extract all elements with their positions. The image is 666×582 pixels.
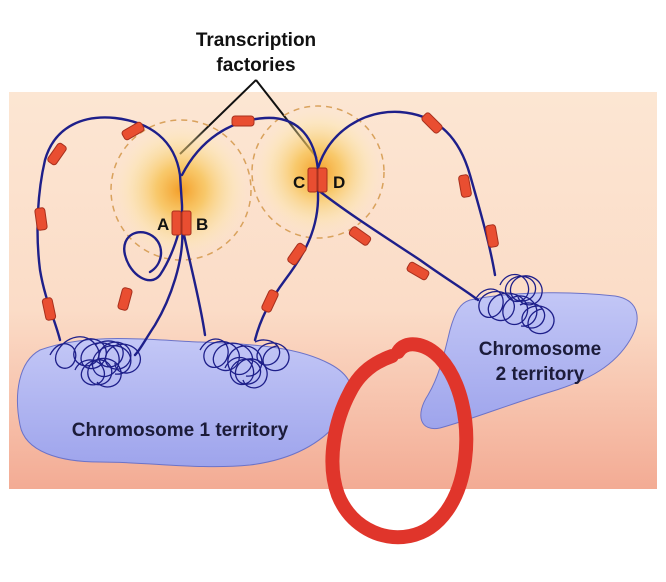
gene-label-c: C: [293, 173, 305, 192]
chromosome-1-loop-left: [36, 116, 184, 357]
chromatin-tangle-2: [199, 338, 290, 389]
title-line-1: Transcription: [196, 30, 316, 51]
gene-label-a: A: [157, 215, 169, 234]
gene-cd-pair: [307, 167, 328, 193]
chromosome-2-territory: [420, 292, 638, 430]
chromosome-2-territory-label-line-2: 2 territory: [496, 364, 585, 385]
chromosome-1-territory: [17, 338, 353, 468]
chromosome-2-territory-label-line-1: Chromosome: [479, 339, 601, 360]
gene-segments: [34, 112, 499, 321]
chromatin-tangle-3: [474, 273, 555, 335]
chromosome-2-loop: [316, 110, 497, 302]
gene-label-b: B: [196, 215, 208, 234]
gene-ab-pair: [171, 210, 192, 236]
title-line-2: factories: [216, 55, 295, 76]
gene-label-d: D: [333, 173, 345, 192]
chromosome-1-territory-label: Chromosome 1 territory: [72, 420, 289, 441]
chromatin-tangle-1: [49, 336, 142, 388]
hand-drawn-circle-annotation: [325, 337, 474, 545]
